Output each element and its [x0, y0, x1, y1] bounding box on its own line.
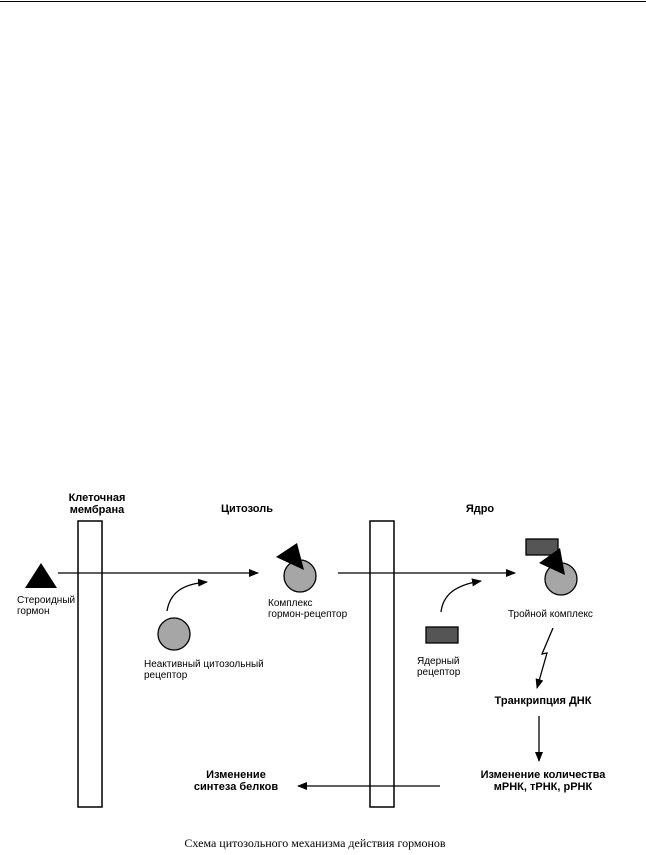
- triple-complex-label: Тройной комплекс: [508, 609, 593, 620]
- inactive-receptor-label-line1: Неактивный цитозольный: [144, 659, 264, 670]
- transcription-step: Транкрипция ДНК: [495, 695, 592, 707]
- nucleus-header: Ядро: [466, 503, 495, 515]
- steroid-hormone-triangle: [25, 563, 57, 588]
- cytosol-header: Цитозоль: [221, 503, 273, 515]
- membrane-header-line1: Клеточная: [69, 492, 126, 504]
- receptor-binding-arrow: [166, 578, 208, 612]
- protein-change-line2: синтеза белков: [194, 781, 279, 793]
- steroid-label-line1: Стероидный: [17, 595, 75, 606]
- inactive-receptor-label-line2: рецептор: [144, 670, 188, 681]
- triple-complex-nuclear-receptor: [525, 538, 559, 556]
- rna-change-line2: мРНК, тРНК, рРНК: [494, 781, 593, 793]
- steroid-label-line2: гормон: [17, 606, 50, 617]
- membrane-header-line2: мембрана: [70, 504, 125, 516]
- complex-hormone-triangle: [276, 543, 304, 570]
- complex-label-line2: гормон-рецептор: [268, 609, 348, 620]
- top-rule: [0, 1, 646, 2]
- complex-label-line1: Комплекс: [268, 598, 313, 609]
- nuclear-receptor: [425, 626, 459, 644]
- inactive-cytosolic-receptor: [157, 617, 191, 651]
- nuclear-receptor-binding-arrow: [440, 578, 482, 613]
- nuclear-receptor-label-line2: рецептор: [417, 667, 461, 678]
- nuclear-membrane: [369, 520, 395, 808]
- cell-membrane: [77, 520, 103, 808]
- rna-change-line1: Изменение количества: [481, 769, 607, 781]
- nuclear-receptor-label-line1: Ядерный: [417, 656, 459, 667]
- activation-zigzag-arrow: [535, 627, 554, 689]
- triple-complex-hormone-triangle: [539, 548, 565, 575]
- protein-change-line1: Изменение: [206, 769, 266, 781]
- figure-caption: Схема цитозольного механизма действия го…: [184, 836, 445, 850]
